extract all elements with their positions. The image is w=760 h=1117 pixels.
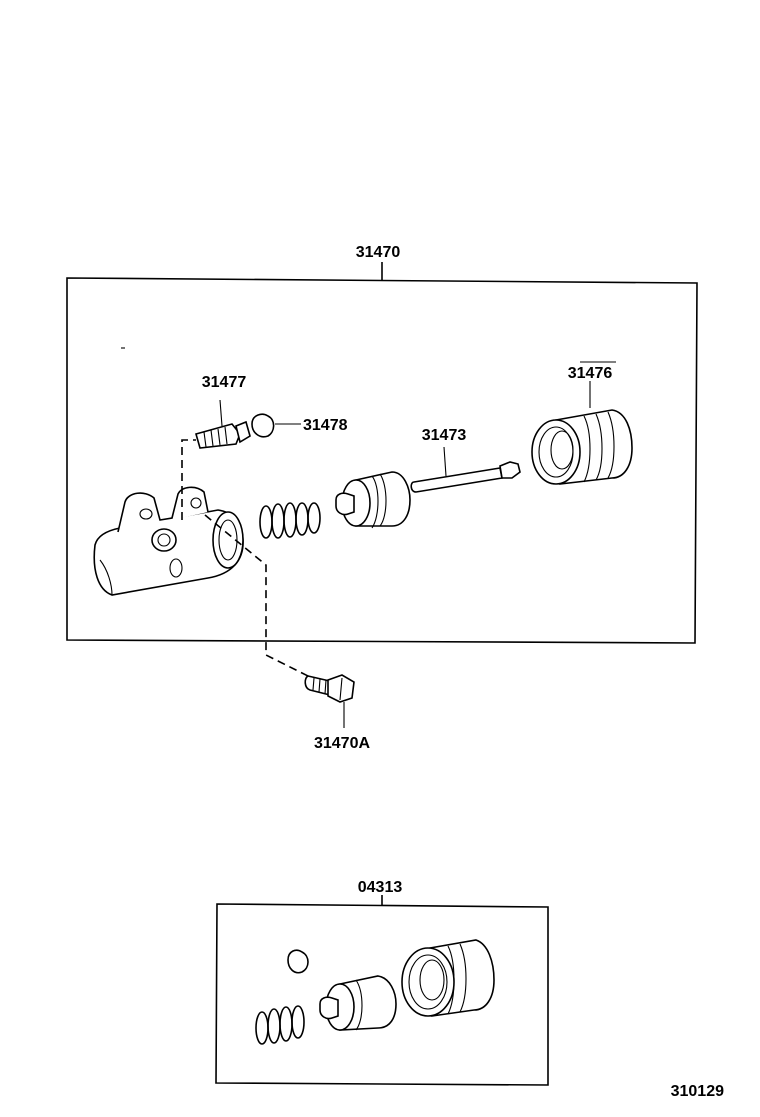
bleeder-plug-label: 31477 (202, 374, 247, 391)
repair-kit-frame (215, 895, 549, 1086)
main-assembly-label: 31470 (356, 244, 401, 261)
spring (259, 502, 321, 539)
kit-spring (255, 1005, 305, 1045)
union-bolt-label: 31470A (314, 735, 370, 752)
boot (531, 381, 633, 485)
bleeder-cap (251, 413, 301, 438)
push-rod (410, 446, 521, 493)
figure-code: 310129 (671, 1083, 724, 1100)
union-bolt-dashed-leader (204, 514, 317, 681)
union-bolt (304, 674, 355, 728)
kit-bleeder-cap (287, 949, 309, 974)
bleeder-dashed-leader (181, 439, 196, 520)
bleeder-plug (195, 399, 251, 449)
repair-kit-label: 04313 (358, 879, 403, 896)
piston (335, 471, 411, 529)
boot-label: 31476 (568, 365, 613, 382)
kit-boot (401, 939, 495, 1017)
kit-piston (319, 975, 397, 1031)
push-rod-label: 31473 (422, 427, 467, 444)
cylinder-body (93, 486, 244, 596)
main-assembly-frame (66, 262, 698, 644)
bleeder-cap-label: 31478 (303, 417, 348, 434)
